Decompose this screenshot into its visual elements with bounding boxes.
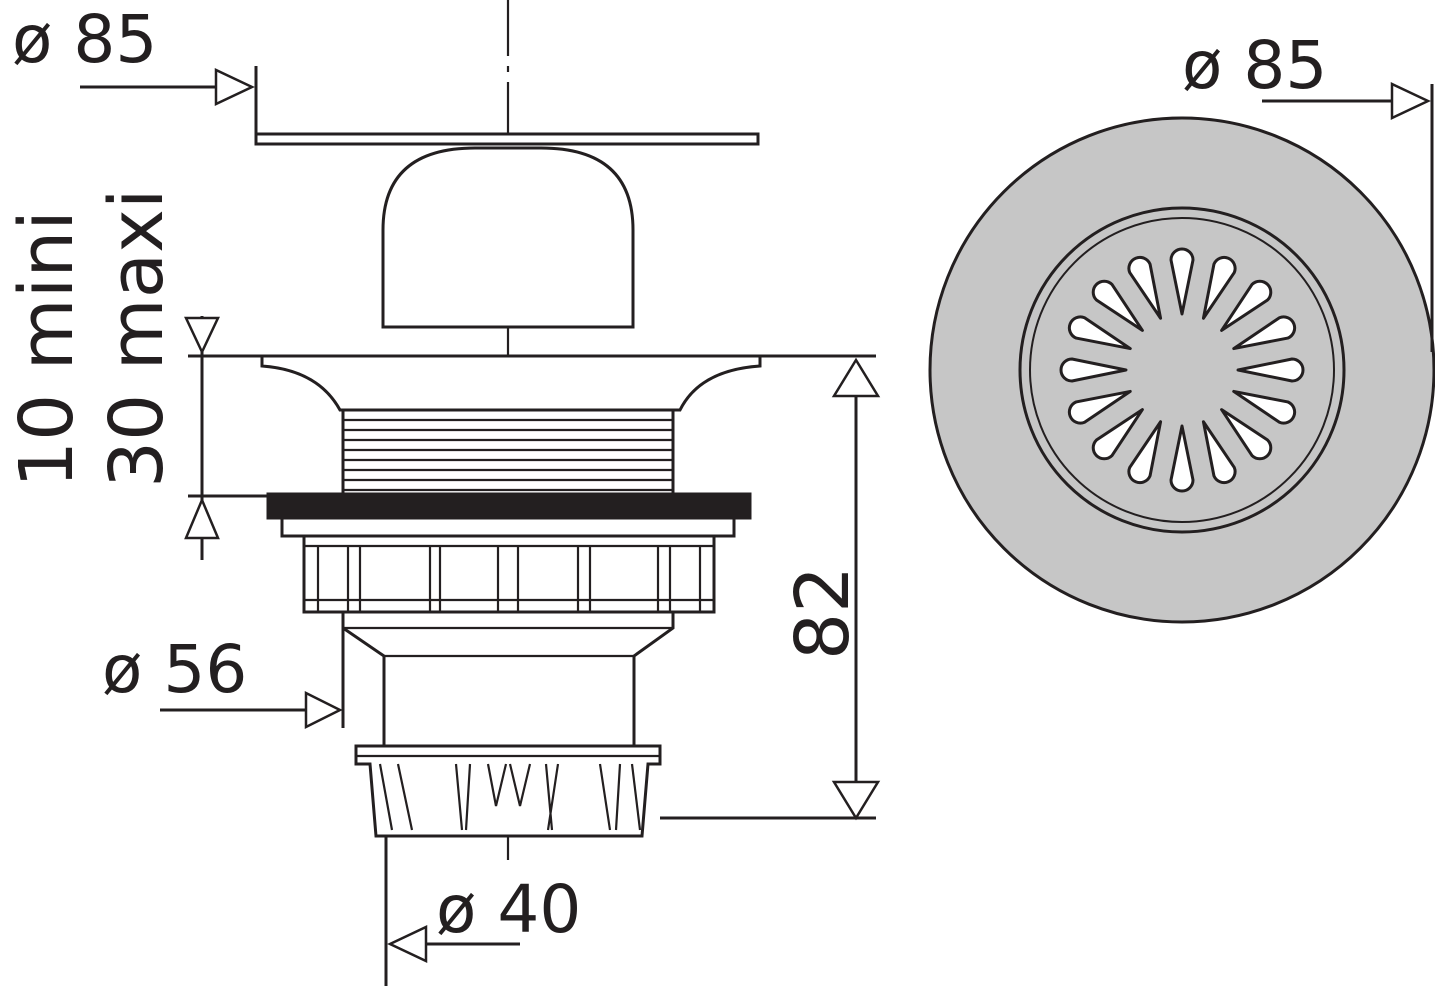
total-height-label: 82 bbox=[780, 566, 866, 660]
petal-hole bbox=[1127, 255, 1163, 320]
petal-hole bbox=[1201, 255, 1237, 320]
strainer-petal-holes bbox=[1059, 247, 1305, 493]
petal-hole bbox=[1201, 420, 1237, 485]
outlet-diameter-label: ø 56 bbox=[102, 631, 247, 708]
side-view bbox=[254, 0, 762, 860]
petal-hole bbox=[1169, 424, 1195, 493]
petal-hole bbox=[1232, 315, 1297, 351]
top-cover-plate bbox=[254, 132, 760, 146]
bottom-nut bbox=[354, 744, 662, 838]
petal-hole bbox=[1169, 247, 1195, 316]
petal-hole bbox=[1091, 408, 1144, 461]
lock-nut-ribs bbox=[304, 544, 714, 612]
petal-hole bbox=[1220, 408, 1273, 461]
petal-hole bbox=[1232, 389, 1297, 425]
dimension-flange-depth: 10 mini 30 maxi bbox=[4, 189, 268, 560]
dimension-outlet: ø 56 bbox=[102, 628, 345, 730]
dimension-top-plate: ø 85 bbox=[12, 1, 258, 134]
thread-lines bbox=[343, 418, 673, 492]
petal-hole bbox=[1127, 420, 1163, 485]
flange-depth-max-label: 30 maxi bbox=[94, 189, 180, 488]
petal-hole bbox=[1059, 357, 1128, 383]
top-view-diameter-label: ø 85 bbox=[1182, 27, 1327, 104]
rubber-gasket bbox=[266, 492, 752, 520]
threaded-body bbox=[341, 408, 675, 498]
dimension-total-height: 82 bbox=[660, 354, 881, 821]
petal-hole bbox=[1091, 279, 1144, 332]
top-view bbox=[928, 116, 1435, 624]
gasket-washer bbox=[280, 516, 736, 538]
petal-hole bbox=[1067, 389, 1132, 425]
dimension-bottom: ø 40 bbox=[384, 836, 581, 986]
petal-hole bbox=[1220, 279, 1273, 332]
flange-depth-min-label: 10 mini bbox=[4, 210, 90, 488]
dimension-top-view: ø 85 bbox=[1182, 27, 1434, 352]
top-plate-diameter-label: ø 85 bbox=[12, 1, 157, 78]
petal-hole bbox=[1236, 357, 1305, 383]
petal-hole bbox=[1067, 315, 1132, 351]
bottom-diameter-label: ø 40 bbox=[436, 871, 581, 948]
sink-flange bbox=[260, 354, 762, 412]
dome-plug bbox=[381, 146, 635, 329]
bottom-nut-ribs bbox=[356, 754, 660, 831]
outlet-sleeve bbox=[341, 610, 675, 748]
